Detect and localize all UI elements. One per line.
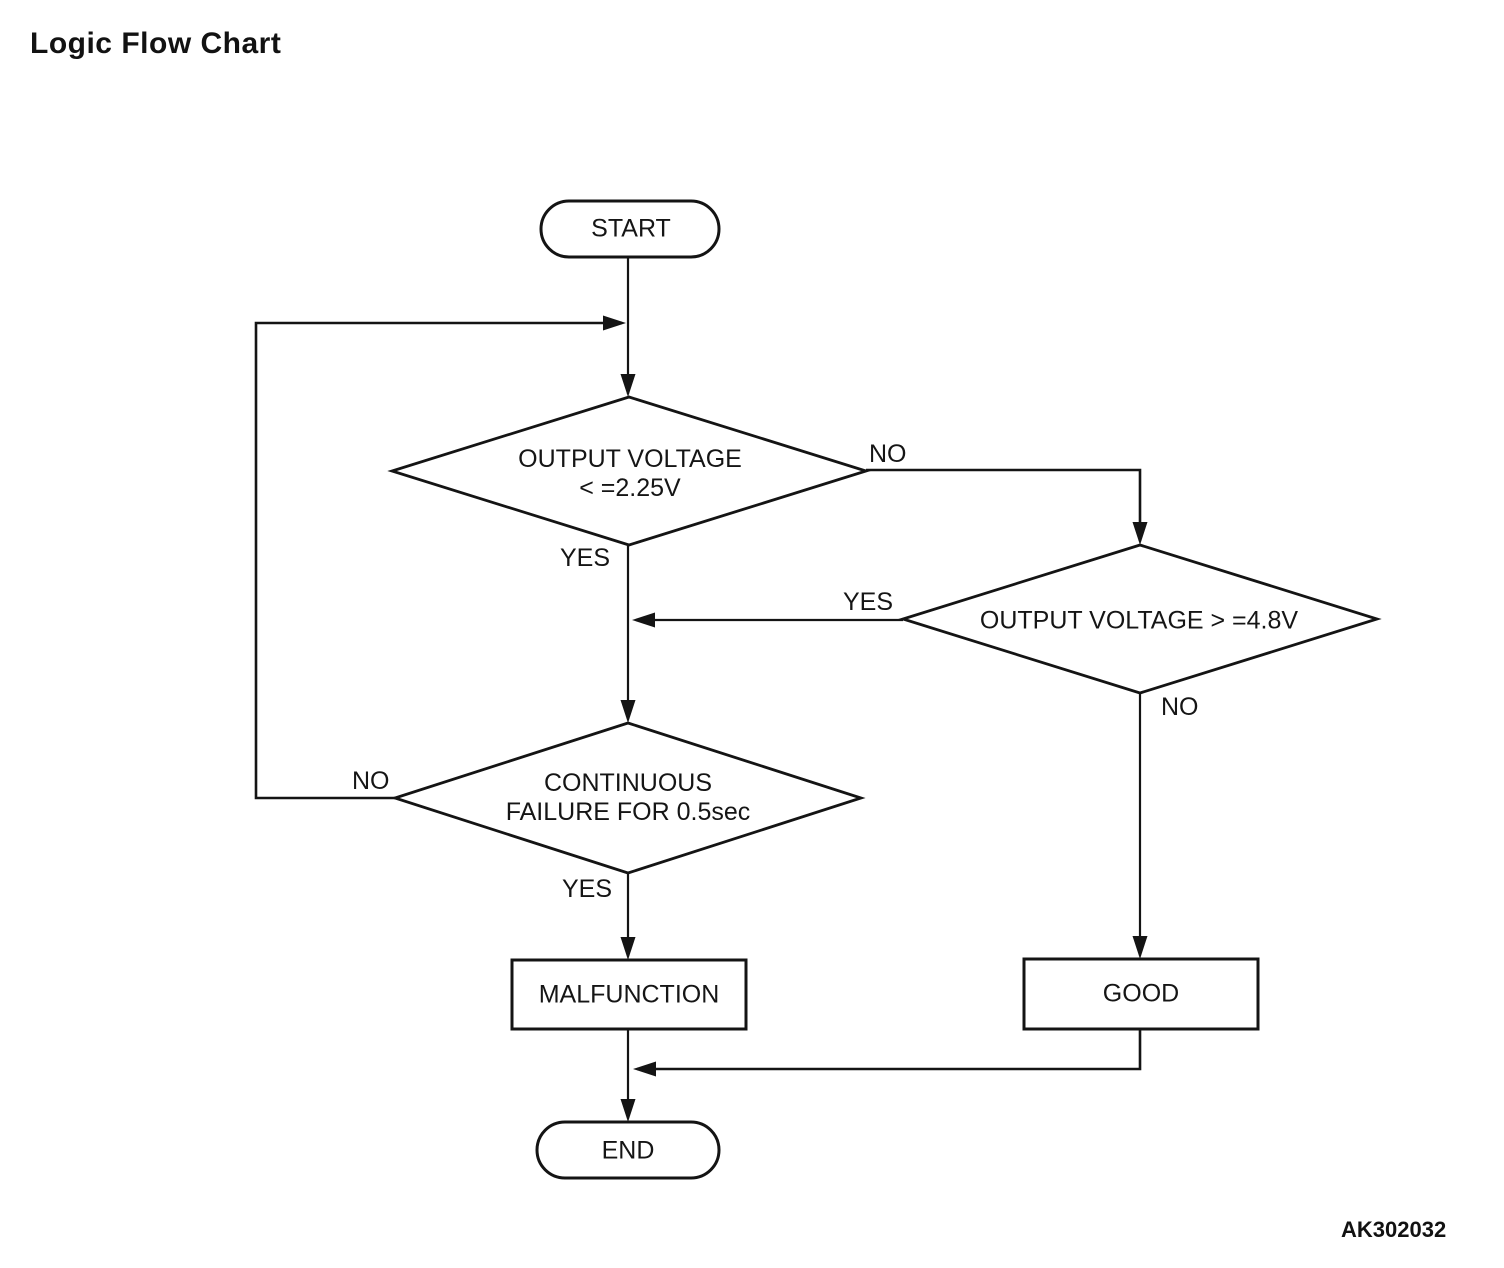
start-node-label: START <box>591 214 671 243</box>
arrowhead-good-merge <box>633 1061 656 1077</box>
decision3-label-line2: FAILURE FOR 0.5sec <box>505 798 751 826</box>
decision1-diamond-shape <box>387 395 871 547</box>
decision2-node-label: OUTPUT VOLTAGE > =4.8V <box>979 606 1299 635</box>
malfunction-node-label: MALFUNCTION <box>538 980 720 1009</box>
decision2-diamond-shape <box>898 543 1382 695</box>
figure-code: AK302032 <box>1341 1217 1447 1242</box>
edge-loop-no-return <box>254 321 622 800</box>
arrowhead-into-good <box>1132 936 1148 959</box>
arrowhead-into-end <box>620 1099 636 1122</box>
edge-good-merge <box>637 1029 1142 1071</box>
good-node-shape <box>1022 957 1260 1031</box>
decision1-label-line2: < =2.25V <box>579 474 681 502</box>
page-title: Logic Flow Chart <box>30 27 282 60</box>
decision3-node-label: CONTINUOUS FAILURE FOR 0.5sec <box>506 769 751 827</box>
decision3-no-label: NO <box>352 767 390 795</box>
decision1-node-label: OUTPUT VOLTAGE < =2.25V <box>518 445 742 503</box>
start-node-shape <box>539 199 721 259</box>
edge-decision1-no-right <box>866 468 1142 541</box>
end-node-shape <box>535 1120 721 1180</box>
arrowhead-loop-into-mainline <box>603 315 626 331</box>
arrowhead-decision2-yes <box>632 612 655 628</box>
malfunction-node-shape <box>510 958 748 1031</box>
arrowhead-into-decision2 <box>1132 522 1148 545</box>
decision3-label-line1: CONTINUOUS <box>543 769 713 797</box>
decision2-yes-label: YES <box>843 588 894 616</box>
arrowhead-into-malfunction <box>620 937 636 960</box>
decision1-label-line1: OUTPUT VOLTAGE <box>518 445 742 473</box>
decision2-no-label: NO <box>1161 693 1199 721</box>
arrowhead-into-decision1 <box>620 374 636 397</box>
decision1-yes-label: YES <box>560 544 611 572</box>
good-node-label: GOOD <box>1102 979 1180 1008</box>
decision3-diamond-shape <box>390 721 866 875</box>
decision1-no-label: NO <box>869 440 907 468</box>
arrowhead-into-decision3 <box>620 700 636 723</box>
end-node-label: END <box>601 1136 655 1165</box>
decision3-yes-label: YES <box>562 875 613 903</box>
